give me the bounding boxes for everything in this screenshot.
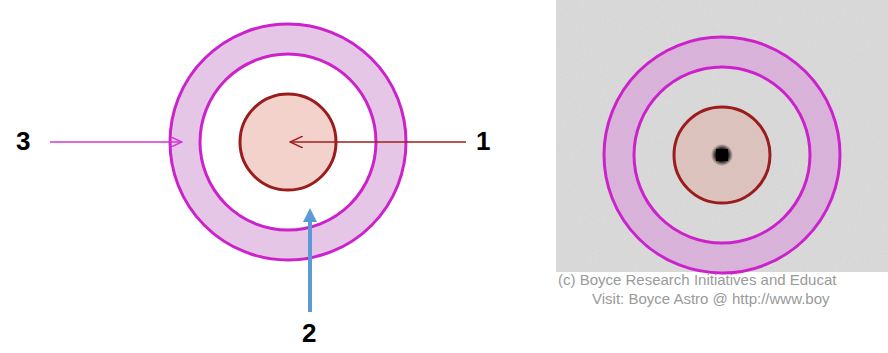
leader-arrow bbox=[308, 214, 312, 312]
leader-arrow bbox=[50, 141, 182, 143]
website-note: Visit: Boyce Astro @ http://www.boy bbox=[592, 290, 830, 307]
callout-number: 2 bbox=[302, 318, 316, 349]
leader-arrow bbox=[290, 141, 466, 143]
copyright-note: (c) Boyce Research Initiatives and Educa… bbox=[558, 271, 836, 288]
callout-number: 1 bbox=[476, 126, 490, 157]
callout-number: 3 bbox=[16, 126, 30, 157]
star-image bbox=[556, 0, 888, 273]
